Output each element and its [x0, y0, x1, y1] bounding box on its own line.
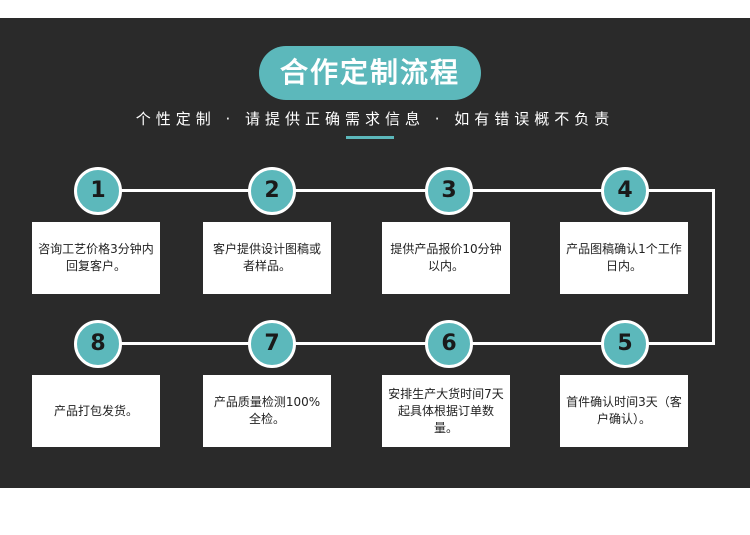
connector-row-2 — [97, 342, 715, 345]
step-6-box: 安排生产大货时间7天起具体根据订单数量。 — [382, 375, 510, 447]
step-3-box: 提供产品报价10分钟以内。 — [382, 222, 510, 294]
step-1-box: 咨询工艺价格3分钟内回复客户。 — [32, 222, 160, 294]
connector-row-1 — [97, 189, 715, 192]
step-5-number: 5 — [601, 320, 649, 368]
step-8-number: 8 — [74, 320, 122, 368]
page-title: 合作定制流程 — [259, 46, 481, 100]
step-3-number: 3 — [425, 167, 473, 215]
step-8-box: 产品打包发货。 — [32, 375, 160, 447]
connector-right-vertical — [712, 189, 715, 345]
step-2-number: 2 — [248, 167, 296, 215]
step-6-number: 6 — [425, 320, 473, 368]
step-2-box: 客户提供设计图稿或者样品。 — [203, 222, 331, 294]
subtitle-underline — [346, 136, 394, 139]
step-5-box: 首件确认时间3天（客户确认）。 — [560, 375, 688, 447]
step-1-number: 1 — [74, 167, 122, 215]
page-subtitle: 个性定制 · 请提供正确需求信息 · 如有错误概不负责 — [135, 110, 615, 128]
step-7-number: 7 — [248, 320, 296, 368]
step-4-number: 4 — [601, 167, 649, 215]
step-4-box: 产品图稿确认1个工作日内。 — [560, 222, 688, 294]
step-7-box: 产品质量检测100%全检。 — [203, 375, 331, 447]
